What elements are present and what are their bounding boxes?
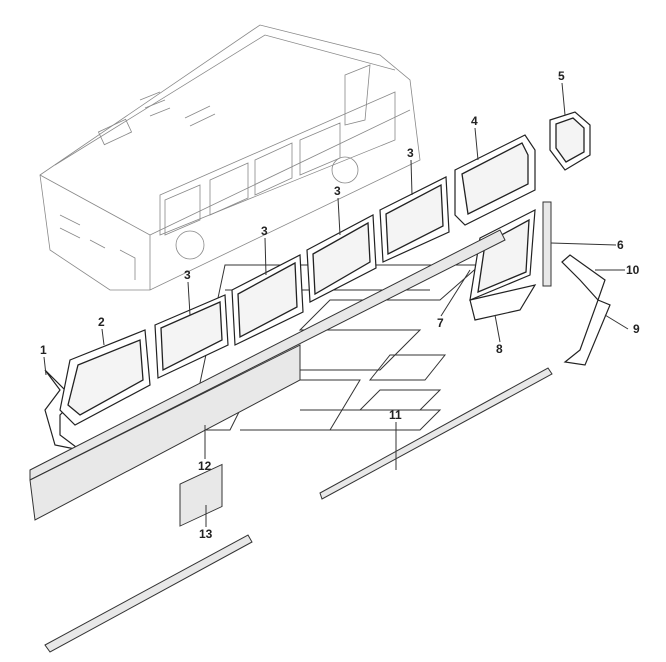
- part-8-door-lower-glass: [469, 284, 537, 321]
- callout-3: 3: [334, 184, 341, 198]
- callouts: 1 2 3 3 3 3 4 5 6 7 8 9 10 11 12 13: [40, 69, 640, 541]
- part-3-side-window: [379, 176, 450, 263]
- part-11-lower-moulding: [319, 367, 553, 500]
- bus-illustration: [39, 24, 421, 291]
- callout-7: 7: [437, 316, 444, 330]
- part-3-side-window: [231, 254, 304, 346]
- part-4-front-side-window: [454, 134, 536, 226]
- callout-3: 3: [184, 268, 191, 282]
- part-2-rear-window: [59, 329, 151, 426]
- part-5-quarter-window: [549, 111, 591, 171]
- part-13-badge-plate: [179, 463, 223, 527]
- callout-10: 10: [626, 263, 640, 277]
- callout-2: 2: [98, 315, 105, 329]
- part-9-corner-frame: [563, 299, 611, 366]
- callout-13: 13: [199, 527, 213, 541]
- part-3-side-window: [306, 214, 377, 303]
- callout-5: 5: [558, 69, 565, 83]
- sill-moulding: [44, 534, 253, 653]
- part-7-door-glass: [469, 208, 536, 301]
- part-12-belt-moulding: [29, 229, 506, 481]
- part-12-panel: [29, 344, 301, 521]
- part-10-corner-frame: [561, 254, 606, 302]
- callout-9: 9: [633, 322, 640, 336]
- part-3-side-window: [154, 294, 229, 379]
- callout-6: 6: [617, 238, 624, 252]
- part-6-pillar-strip: [542, 201, 552, 287]
- callout-1: 1: [40, 343, 47, 357]
- leader-lines: [43, 82, 629, 527]
- callout-3: 3: [407, 146, 414, 160]
- callout-11: 11: [389, 408, 402, 422]
- callout-12: 12: [198, 459, 212, 473]
- callout-8: 8: [496, 342, 503, 356]
- callout-4: 4: [471, 114, 478, 128]
- callout-3: 3: [261, 224, 268, 238]
